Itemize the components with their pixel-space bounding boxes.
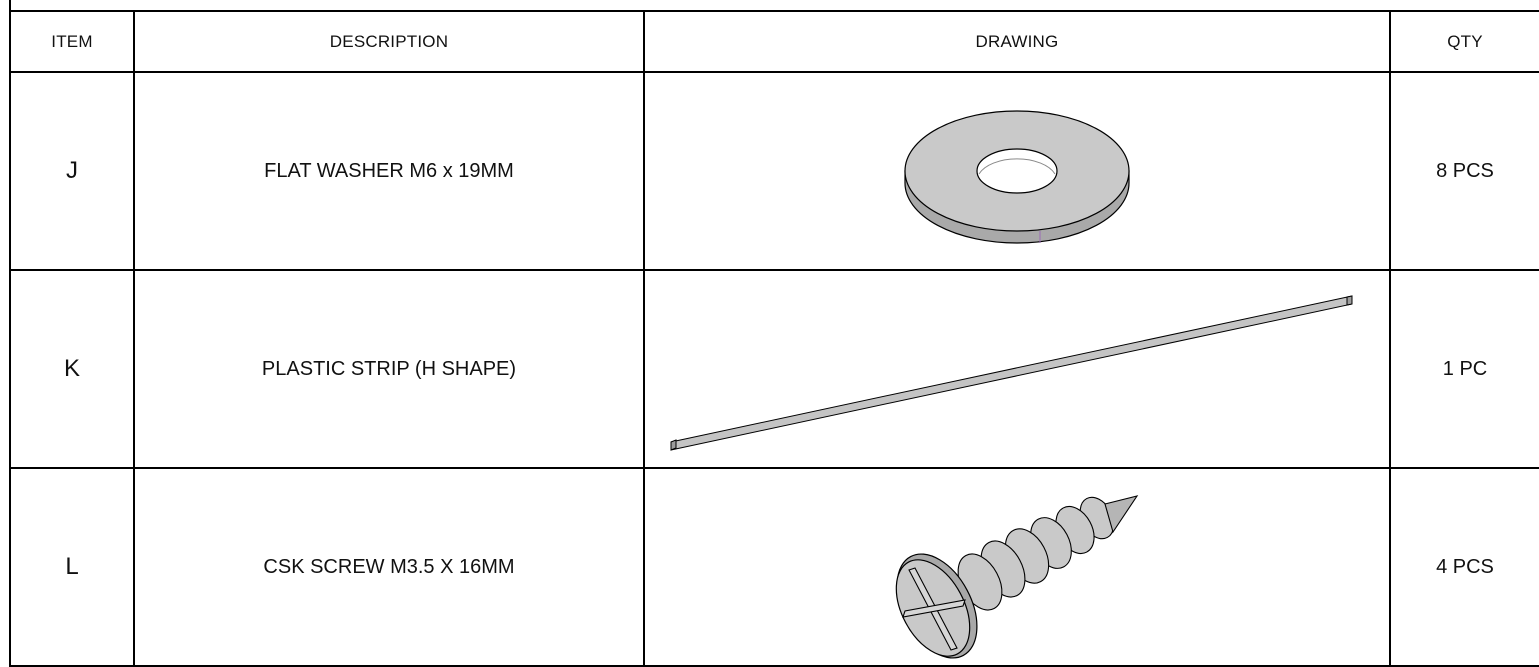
header-qty: QTY: [1389, 10, 1539, 73]
csk-screw-icon: [895, 495, 1139, 659]
table-row: L CSK SCREW M3.5 X 16MM: [9, 467, 1539, 667]
item-drawing: [643, 71, 1391, 271]
header-row: ITEM DESCRIPTION DRAWING QTY: [9, 10, 1539, 73]
header-item: ITEM: [9, 10, 135, 73]
header-drawing: DRAWING: [643, 10, 1391, 73]
header-description: DESCRIPTION: [133, 10, 645, 73]
sheet-border-fragment: [9, 0, 11, 12]
item-description: PLASTIC STRIP (H SHAPE): [133, 269, 645, 469]
item-description: FLAT WASHER M6 x 19MM: [133, 71, 645, 271]
item-qty: 4 PCS: [1389, 467, 1539, 667]
item-qty: 1 PC: [1389, 269, 1539, 469]
item-description: CSK SCREW M3.5 X 16MM: [133, 467, 645, 667]
item-letter: L: [9, 467, 135, 667]
parts-table: ITEM DESCRIPTION DRAWING QTY J FLAT WASH…: [9, 10, 1539, 667]
item-letter: J: [9, 71, 135, 271]
plastic-strip-icon: [670, 295, 1353, 451]
item-drawing: [643, 467, 1391, 667]
item-drawing: [643, 269, 1391, 469]
item-qty: 8 PCS: [1389, 71, 1539, 271]
table-row: K PLASTIC STRIP (H SHAPE) 1 PC: [9, 269, 1539, 469]
item-letter: K: [9, 269, 135, 469]
table-row: J FLAT WASHER M6 x 19MM 8 PCS: [9, 71, 1539, 271]
flat-washer-icon: [904, 110, 1130, 244]
